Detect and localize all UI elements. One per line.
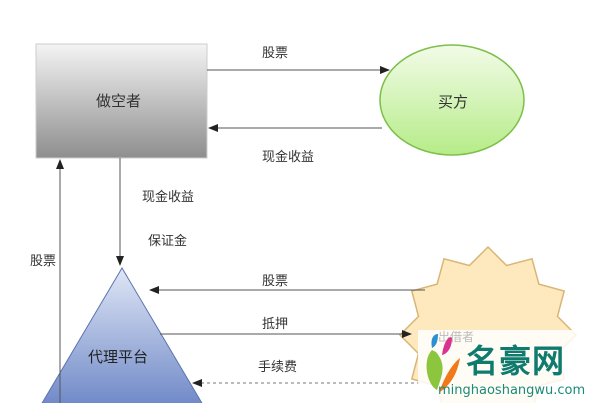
watermark-url: minghaoshangwu.com [438, 383, 586, 398]
watermark: 出借者 名豪网 minghaoshangwu.com [418, 330, 601, 403]
buyer-label: 买方 [438, 93, 469, 111]
buyer-ellipse [379, 44, 525, 156]
edge-label: 现金收益 [262, 150, 315, 165]
edge-label: 股票 [262, 274, 289, 289]
shorter-label: 做空者 [96, 92, 142, 110]
edge-label: 现金收益 [142, 190, 195, 205]
platform-triangle [41, 267, 203, 403]
edge-label: 手续费 [258, 360, 298, 375]
edge-label: 抵押 [262, 317, 289, 332]
edge-label: 保证金 [148, 234, 188, 249]
platform-label: 代理平台 [88, 348, 149, 366]
edge-label: 股票 [30, 254, 57, 269]
shorter-box [35, 43, 208, 159]
edge-label: 股票 [262, 46, 289, 61]
watermark-name: 名豪网 [466, 342, 566, 380]
watermark-logo-icon [426, 334, 460, 392]
